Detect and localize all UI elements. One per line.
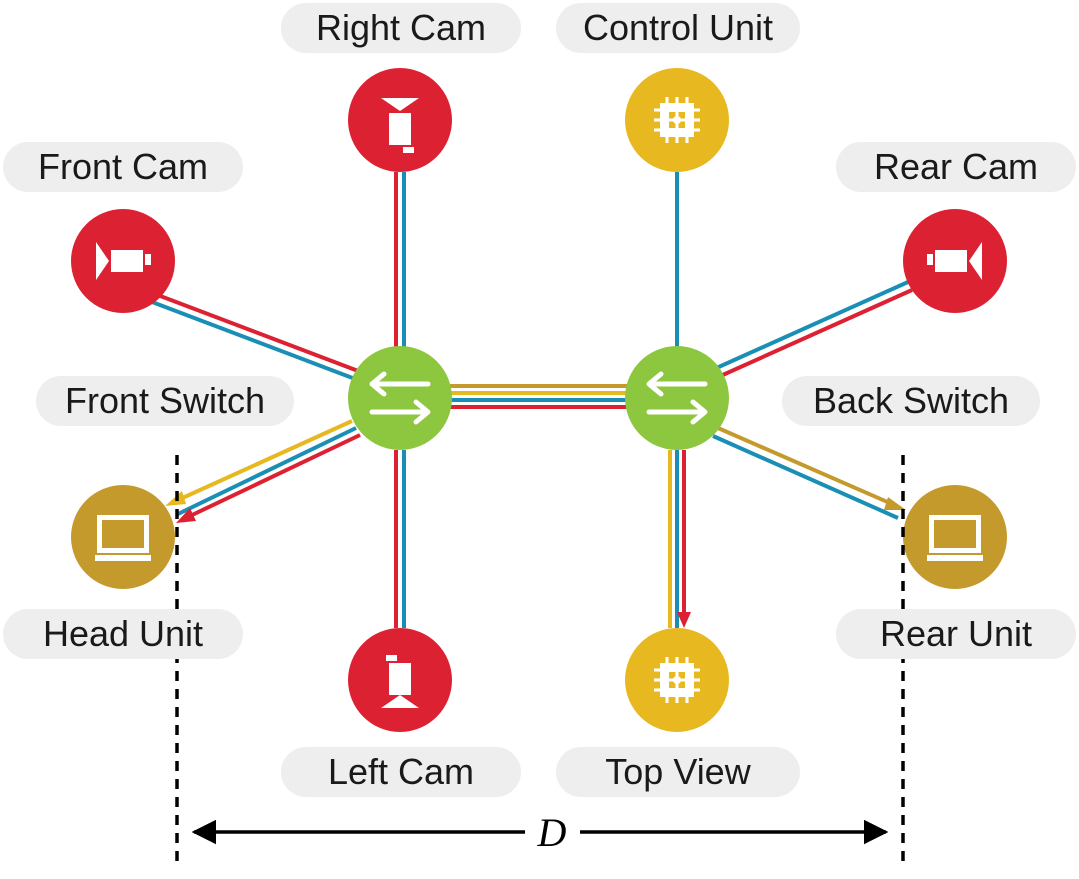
monitor-icon xyxy=(95,515,151,561)
dimension-d: D xyxy=(175,455,905,868)
node-rear-unit[interactable] xyxy=(903,485,1007,589)
label-front-switch: Front Switch xyxy=(36,376,294,426)
svg-text:Head Unit: Head Unit xyxy=(43,613,203,654)
label-back-switch: Back Switch xyxy=(782,376,1040,426)
svg-text:Front Cam: Front Cam xyxy=(38,146,208,187)
node-back-switch[interactable] xyxy=(625,346,729,450)
dimension-label: D xyxy=(537,810,567,855)
svg-text:Control Unit: Control Unit xyxy=(583,7,773,48)
svg-text:Front Switch: Front Switch xyxy=(65,380,265,421)
label-rear-cam: Rear Cam xyxy=(836,142,1076,192)
label-head-unit: Head Unit xyxy=(3,609,243,659)
monitor-icon xyxy=(927,515,983,561)
node-right-cam[interactable] xyxy=(348,68,452,172)
node-head-unit[interactable] xyxy=(71,485,175,589)
link-left-cam-front-switch xyxy=(394,450,406,628)
switch-arrows-icon xyxy=(646,371,708,425)
svg-text:Left Cam: Left Cam xyxy=(328,751,474,792)
link-front-switch-head-unit xyxy=(165,419,361,523)
link-rear-cam-back-switch xyxy=(711,280,913,380)
node-rear-cam[interactable] xyxy=(903,209,1007,313)
svg-text:Right Cam: Right Cam xyxy=(316,7,486,48)
camera-left-icon xyxy=(927,242,982,280)
link-right-cam-front-switch xyxy=(394,172,406,350)
label-rear-unit: Rear Unit xyxy=(836,609,1076,659)
svg-text:Top View: Top View xyxy=(605,751,751,792)
label-top-view: Top View xyxy=(556,747,800,797)
camera-right-icon xyxy=(96,242,151,280)
label-front-cam: Front Cam xyxy=(3,142,243,192)
link-back-switch-rear-unit xyxy=(712,426,906,520)
node-top-view[interactable] xyxy=(625,628,729,732)
node-front-cam[interactable] xyxy=(71,209,175,313)
svg-text:Back Switch: Back Switch xyxy=(813,380,1009,421)
label-left-cam: Left Cam xyxy=(281,747,521,797)
node-left-cam[interactable] xyxy=(348,628,452,732)
link-back-switch-top-view xyxy=(668,450,691,628)
chip-icon xyxy=(654,657,700,703)
chip-icon xyxy=(654,97,700,143)
node-front-switch[interactable] xyxy=(348,346,452,450)
switch-arrows-icon xyxy=(369,371,431,425)
svg-text:Rear Cam: Rear Cam xyxy=(874,146,1038,187)
node-control-unit[interactable] xyxy=(625,68,729,172)
camera-up-icon xyxy=(381,655,419,708)
svg-text:Rear Unit: Rear Unit xyxy=(880,613,1032,654)
labels: Right Cam Control Unit Front Cam Rear Ca… xyxy=(3,3,1076,797)
link-front-switch-back-switch xyxy=(450,384,628,409)
label-right-cam: Right Cam xyxy=(281,3,521,53)
label-control-unit: Control Unit xyxy=(556,3,800,53)
camera-down-icon xyxy=(381,98,419,153)
